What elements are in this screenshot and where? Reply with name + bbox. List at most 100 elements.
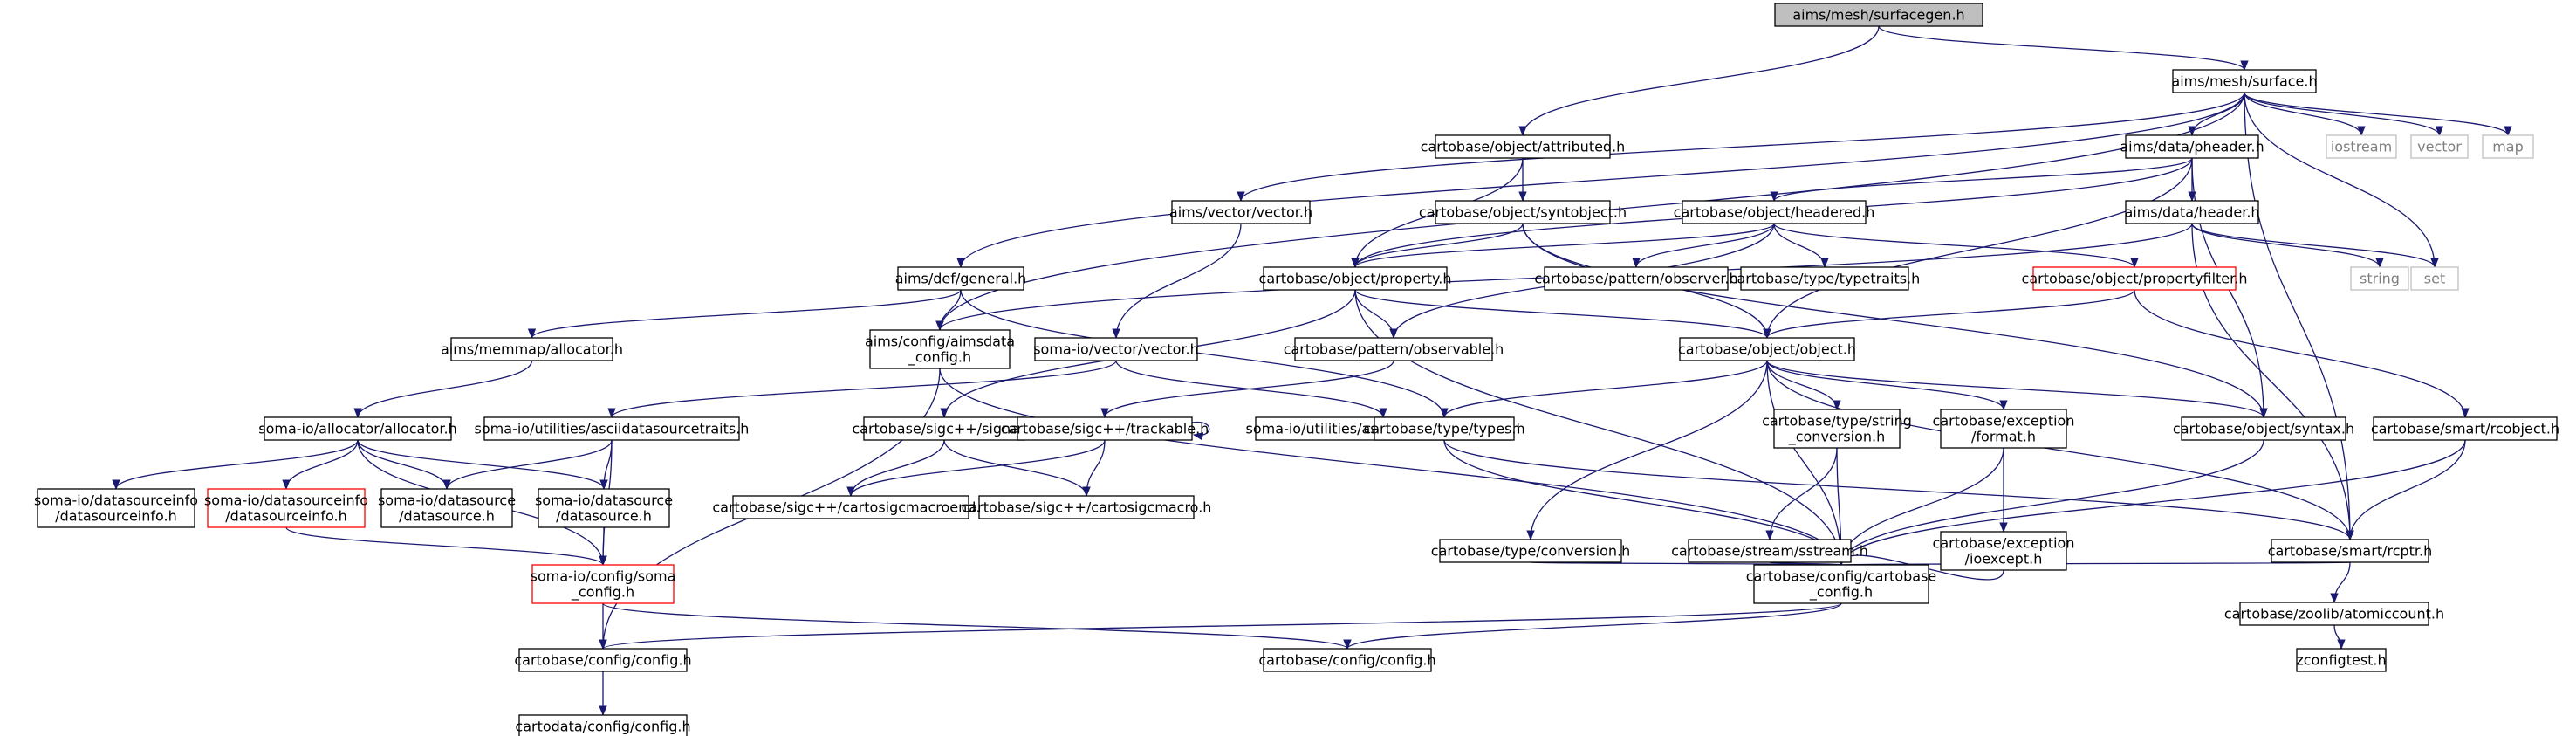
node-label: soma-io/datasource [378,492,516,509]
node-stringconv[interactable]: cartobase/type/string_conversion.h [1762,409,1912,449]
node-box [264,416,452,441]
node-box [1679,337,1855,361]
node-syntax[interactable]: cartobase/object/syntax.h [2173,416,2354,441]
edge-general-to-aimsdata [935,289,962,332]
node-datasource2[interactable]: soma-io/datasource/datasource.h [535,488,673,528]
node-pheader[interactable]: aims/data/pheader.h [2120,134,2264,159]
edge-syntobject-to-property [1351,223,1524,269]
node-syntobject[interactable]: cartobase/object/syntobject.h [1419,200,1627,224]
edge-vectorvector-to-somavector [1112,223,1242,340]
node-label: zconfigtest.h [2296,652,2386,669]
node-somaallocator[interactable]: soma-io/allocator/allocator.h [258,416,457,441]
edge [2333,624,2346,650]
node-aimsdata[interactable]: aims/config/aimsdata_config.h [865,329,1015,369]
node-label: soma-io/datasourceinfo [204,492,368,509]
node-rcptr[interactable]: cartobase/smart/rcptr.h [2268,539,2433,563]
node-box [2410,266,2459,291]
node-surfacegen[interactable]: aims/mesh/surfacegen.h [1774,3,1983,27]
node-propertyfilter[interactable]: cartobase/object/propertyfilter.h [2022,266,2248,291]
node-set[interactable]: set [2410,266,2459,291]
edge [1773,223,2139,269]
node-attributed[interactable]: cartobase/object/attributed.h [1421,134,1626,159]
node-general[interactable]: aims/def/general.h [895,266,1027,291]
node-box [450,337,613,361]
node-iostream[interactable]: iostream [2326,134,2397,159]
node-box [1263,266,1448,291]
node-macro[interactable]: cartobase/sigc++/cartosigcmacro.h [962,495,1212,519]
edge [1765,447,1838,541]
edge [357,439,608,491]
edge [1237,92,2245,203]
node-box [2239,602,2429,626]
edge-surfacegen-to-attributed [1518,25,1880,137]
node-cartodataconfig[interactable]: cartodata/config/config.h [515,714,691,736]
edge [2244,92,2512,137]
node-label: cartobase/exception [1933,413,2075,430]
node-property[interactable]: cartobase/object/property.h [1259,266,1452,291]
edge-object-to-syntax [1766,360,2268,419]
node-signal[interactable]: cartobase/sigc++/signal.h [852,416,1037,441]
node-object[interactable]: cartobase/object/object.h [1678,337,1856,361]
node-asciitraits[interactable]: soma-io/utilities/asciidatasourcetraits.… [475,416,750,441]
edge [528,289,962,340]
node-somavector[interactable]: soma-io/vector/vector.h [1033,337,1199,361]
node-sstream[interactable]: cartobase/stream/sstream.h [1671,539,1868,563]
node-box [1688,539,1852,563]
node-label: aims/mesh/surface.h [2171,73,2317,90]
node-label: _config.h [571,584,634,602]
node-typetraits[interactable]: cartobase/type/typetraits.h [1730,266,1921,291]
node-headered[interactable]: cartobase/object/headered.h [1674,200,1875,224]
node-dsinfo2[interactable]: soma-io/datasourceinfo/datasourceinfo.h [204,488,368,528]
edge [2330,561,2351,604]
node-observer[interactable]: cartobase/pattern/observer.h [1534,266,1738,291]
node-box [1773,409,1901,449]
node-config2[interactable]: cartobase/config/config.h [1258,648,1436,672]
node-ioexcept[interactable]: cartobase/exception/ioexcept.h [1933,531,2075,571]
node-box [518,714,688,736]
node-label: aims/data/pheader.h [2120,139,2264,155]
edge [1518,25,1880,137]
node-surface[interactable]: aims/mesh/surface.h [2171,69,2318,93]
edge [357,439,451,491]
edge-propertyfilter-to-rcobject [2134,289,2470,419]
node-vector[interactable]: vector [2410,134,2469,159]
edge-trackable-to-macroend [846,439,1106,498]
edge-surface-to-general [956,92,2245,269]
node-label: cartobase/object/headered.h [1674,204,1875,221]
node-box [2125,134,2259,159]
node-string[interactable]: string [2350,266,2409,291]
edge-object-to-format [1766,360,2008,411]
node-label: cartobase/type/string [1762,413,1912,430]
node-header[interactable]: aims/data/header.h [2124,200,2260,224]
edge-rcobject-to-cartoconfig [1837,439,2466,567]
node-observable[interactable]: cartobase/pattern/observable.h [1284,337,1504,361]
edge-dsinfo2-to-somaconfig [285,526,607,567]
node-cartoconfig[interactable]: cartobase/config/cartobase_config.h [1746,564,1937,604]
node-rcobject[interactable]: cartobase/smart/rcobject.h [2371,416,2559,441]
node-dsinfo[interactable]: soma-io/datasourceinfo/datasourceinfo.h [34,488,198,528]
node-box [869,329,1011,369]
node-macroend[interactable]: cartobase/sigc++/cartosigcmacroend.h [712,495,990,519]
node-box [2410,134,2469,159]
node-config1[interactable]: cartobase/config/config.h [514,648,692,672]
node-vectorvector[interactable]: aims/vector/vector.h [1169,200,1312,224]
node-conversion[interactable]: cartobase/type/conversion.h [1431,539,1630,563]
node-datasource[interactable]: soma-io/datasource/datasource.h [378,488,516,528]
node-label: string [2360,271,2400,287]
node-types[interactable]: cartobase/type/types.h [1363,416,1525,441]
node-map[interactable]: map [2482,134,2534,159]
node-format[interactable]: cartobase/exception/format.h [1933,409,2075,449]
node-somaconfig[interactable]: soma-io/config/soma_config.h [531,564,676,604]
node-box [2373,416,2558,441]
node-atomiccount[interactable]: cartobase/zoolib/atomiccount.h [2224,602,2444,626]
node-memmap[interactable]: aims/memmap/allocator.h [441,337,623,361]
edge [1351,223,1775,269]
node-label: cartobase/smart/rcptr.h [2268,543,2433,560]
edge-somaconfig-to-config2 [602,602,1352,650]
edge [1112,223,1242,340]
node-zconfigtest[interactable]: zconfigtest.h [2296,648,2387,672]
edge [1766,360,2268,419]
node-box [2296,648,2387,672]
node-trackable[interactable]: cartobase/sigc++/trackable.h [1001,416,1209,441]
